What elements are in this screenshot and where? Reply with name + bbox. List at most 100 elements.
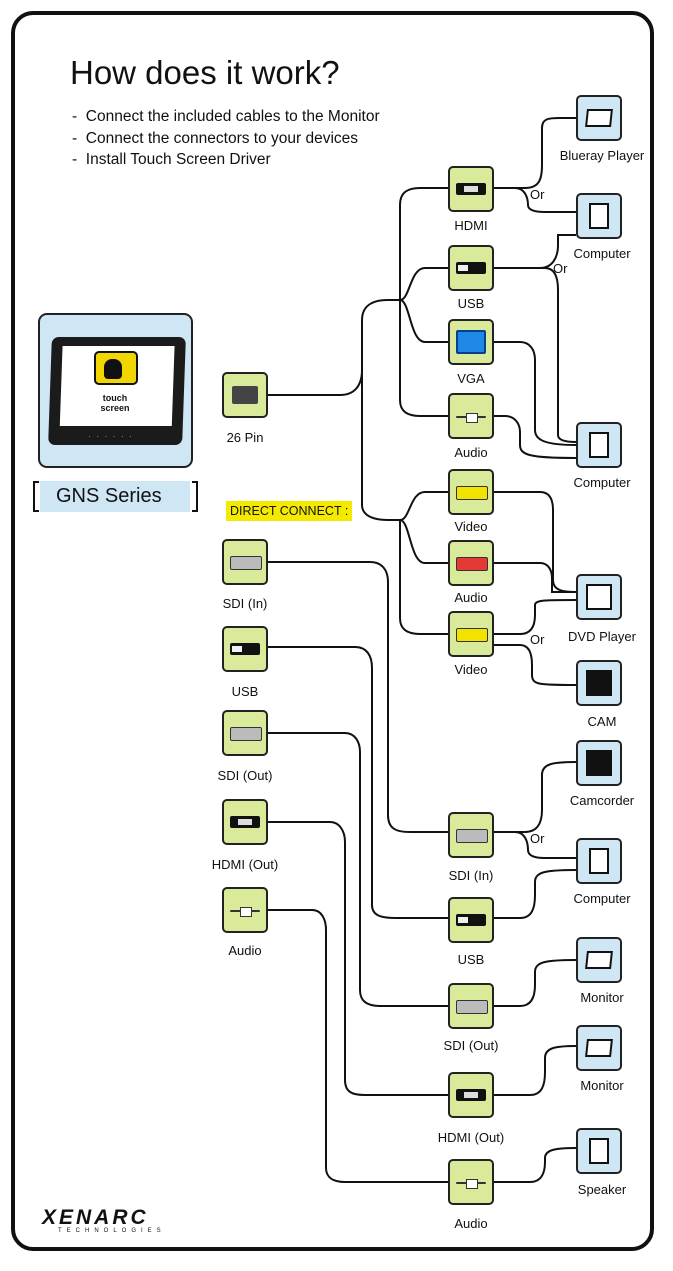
wire-usb-pc2 <box>494 267 577 443</box>
cable-sdi-out <box>222 710 268 756</box>
instruction-step: Connect the included cables to the Monit… <box>72 106 380 128</box>
connector-26pin <box>222 372 268 418</box>
device-cam <box>576 660 622 706</box>
security-camera-icon <box>586 670 612 696</box>
adapter-hdmi <box>448 166 494 212</box>
touch-screen-text: touch screen <box>100 393 130 413</box>
usb-icon <box>230 643 260 655</box>
wire-audio2-dvd <box>494 562 576 593</box>
wire-video2-dvd <box>494 599 577 635</box>
cable-label: HDMI (Out) <box>211 857 279 872</box>
audio-jack-icon <box>456 413 486 423</box>
adapter-label: Video <box>454 662 488 677</box>
wire-trunk <box>268 299 400 396</box>
direct-connect-label: DIRECT CONNECT : <box>226 501 353 521</box>
hand-icon <box>104 359 122 379</box>
or-label: Or <box>530 831 545 846</box>
adapter-label: Video <box>454 519 488 534</box>
brand-sub: TECHNOLOGIES <box>58 1228 166 1234</box>
adapter-vga <box>448 319 494 365</box>
device-dvd <box>576 574 622 620</box>
rca-red-icon <box>456 557 488 571</box>
bracket-left <box>33 481 39 512</box>
bnc-icon <box>456 829 488 843</box>
computer-icon <box>589 848 609 874</box>
wire-sdi-in <box>268 561 448 833</box>
or-label: Or <box>553 261 568 276</box>
device-label: Computer <box>573 475 631 490</box>
cable-hdmi-out <box>222 799 268 845</box>
adapter-video-2 <box>448 611 494 657</box>
wire-vga <box>399 299 448 343</box>
connector-label: 26 Pin <box>226 430 264 445</box>
adapter-label: Audio <box>454 445 488 460</box>
dvd-player-icon <box>586 584 612 610</box>
cable-audio <box>222 887 268 933</box>
bracket-right <box>192 481 198 512</box>
hdmi-icon <box>230 816 260 828</box>
adapter-label: HDMI <box>454 218 488 233</box>
or-label: Or <box>530 632 545 647</box>
wire-video2 <box>399 520 448 635</box>
audio-jack-icon <box>456 1179 486 1189</box>
device-computer <box>576 422 622 468</box>
rca-yellow-icon <box>456 628 488 642</box>
wire-usb <box>399 267 448 301</box>
wire-hdmiout-monitor <box>494 1045 577 1096</box>
page-title: How does it work? <box>70 54 340 91</box>
wire-usb-direct <box>268 646 448 919</box>
computer-icon <box>589 432 609 458</box>
speaker-icon <box>589 1138 609 1164</box>
target-sdi-out <box>448 983 494 1029</box>
adapter-label: Audio <box>454 590 488 605</box>
wire-hdmi-pc1 <box>494 187 576 213</box>
adapter-label: VGA <box>457 371 485 386</box>
cable-label: SDI (Out) <box>217 768 273 783</box>
vga-icon <box>456 330 486 354</box>
device-label: DVD Player <box>568 629 636 644</box>
bluray-player-icon <box>585 109 613 127</box>
wire-vga-pc2 <box>494 341 577 446</box>
wire-audio1 <box>399 300 448 417</box>
audio-jack-icon <box>230 907 260 917</box>
target-label: Audio <box>454 1216 488 1231</box>
wire-video1 <box>399 491 448 521</box>
bnc-icon <box>230 556 262 570</box>
adapter-audio <box>448 393 494 439</box>
device-label: Camcorder <box>569 793 635 808</box>
wire-sdiout-monitor <box>494 959 577 1007</box>
adapter-usb <box>448 245 494 291</box>
wire-video1-dvd <box>494 491 577 593</box>
wire-sdi-out <box>268 732 448 1007</box>
wire-usb-pc3 <box>494 869 577 919</box>
wire-audio-pc2 <box>494 415 577 459</box>
target-usb <box>448 897 494 943</box>
device-monitor <box>576 937 622 983</box>
touch-badge-icon <box>94 351 138 385</box>
bnc-icon <box>230 727 262 741</box>
target-hdmi-out <box>448 1072 494 1118</box>
device-camcorder <box>576 740 622 786</box>
device-label: CAM <box>587 714 617 729</box>
monitor-illustration: ...... touch screen <box>38 313 193 468</box>
device-label: Computer <box>573 246 631 261</box>
target-label: SDI (Out) <box>443 1038 499 1053</box>
cable-usb <box>222 626 268 672</box>
instruction-step: Install Touch Screen Driver <box>72 149 380 171</box>
device-label: Monitor <box>580 1078 624 1093</box>
device-label: Monitor <box>580 990 624 1005</box>
device-computer <box>576 193 622 239</box>
adapter-video <box>448 469 494 515</box>
cable-label: Audio <box>228 943 262 958</box>
device-monitor <box>576 1025 622 1071</box>
target-label: SDI (In) <box>448 868 494 883</box>
device-label: Speaker <box>577 1182 627 1197</box>
wire-hdmi-out <box>268 821 448 1096</box>
target-sdi-in <box>448 812 494 858</box>
device-bluray <box>576 95 622 141</box>
adapter-label: USB <box>457 296 485 311</box>
cable-label: SDI (In) <box>222 596 268 611</box>
wire-trunk-lower <box>361 370 400 521</box>
rca-yellow-icon <box>456 486 488 500</box>
